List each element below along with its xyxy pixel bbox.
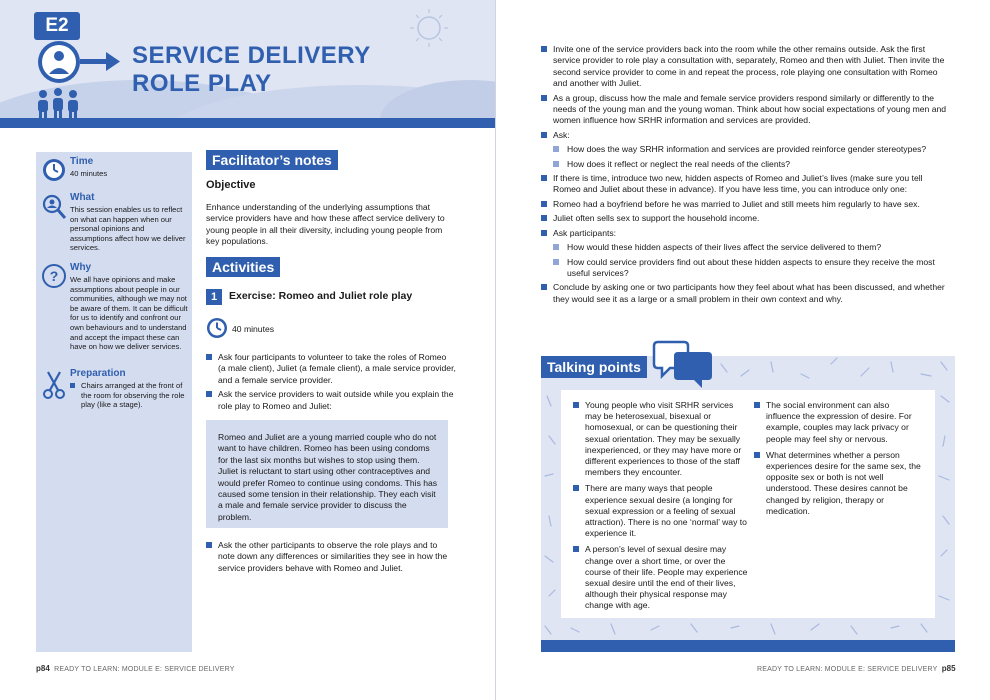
list-item: If there is time, introduce two new, hid…: [541, 173, 951, 196]
sidebar-what-text: This session enables us to reflect on wh…: [70, 205, 186, 253]
exercise-duration: 40 minutes: [232, 324, 275, 334]
sidebar-what: What This session enables us to reflect …: [36, 192, 192, 256]
service-provider-icon: [38, 41, 120, 120]
list-item: A person’s level of sexual desire may ch…: [573, 544, 748, 611]
list-item: Juliet often sells sex to support the ho…: [541, 213, 951, 224]
talking-points-left: Young people who visit SRHR services may…: [573, 400, 748, 617]
clock-icon: [43, 159, 65, 181]
list-item: Chairs arranged at the front of the room…: [70, 381, 188, 410]
sidebar-preparation-title: Preparation: [70, 368, 126, 379]
question-icon: ?: [42, 264, 66, 288]
page-title: SERVICE DELIVERY ROLE PLAY: [132, 42, 371, 98]
sidebar-time-text: 40 minutes: [70, 169, 108, 178]
list-item: How could service providers find out abo…: [541, 257, 951, 280]
list-item: Ask four participants to volunteer to ta…: [206, 352, 456, 386]
svg-text:?: ?: [50, 268, 59, 284]
objective-heading: Objective: [206, 179, 256, 191]
footer-text: READY TO LEARN: MODULE E: SERVICE DELIVE…: [757, 666, 938, 673]
exercise-title: Exercise: Romeo and Juliet role play: [229, 290, 413, 302]
objective-text: Enhance understanding of the underlying …: [206, 202, 445, 247]
exercise-number: 1: [206, 289, 222, 305]
list-item: What determines whether a person experie…: [754, 450, 926, 517]
right-steps-list: Invite one of the service providers back…: [541, 44, 951, 308]
page-number: p85: [941, 664, 956, 673]
steps-after-list: Ask the other participants to observe th…: [206, 540, 456, 577]
sidebar-what-title: What: [70, 192, 95, 203]
sidebar-why: ? Why We all have opinions and make assu…: [36, 262, 192, 372]
sidebar-time: Time 40 minutes: [36, 156, 192, 186]
sidebar: Time 40 minutes What This session enable…: [36, 152, 192, 652]
talking-points-band: [541, 640, 955, 652]
magnifier-icon: [42, 194, 66, 219]
list-item: Conclude by asking one or two participan…: [541, 282, 951, 305]
list-item: As a group, discuss how the male and fem…: [541, 93, 951, 127]
title-line-2: ROLE PLAY: [132, 70, 272, 97]
list-item: How does it reflect or neglect the real …: [541, 159, 951, 170]
sidebar-preparation: Preparation Chairs arranged at the front…: [36, 368, 192, 428]
facilitator-notes-heading: Facilitator’s notes: [206, 150, 338, 170]
clock-icon: [207, 318, 227, 338]
hills-illustration: [0, 9, 495, 128]
footer-left: p84 READY TO LEARN: MODULE E: SERVICE DE…: [36, 664, 235, 673]
dash-pattern: [544, 357, 950, 635]
list-item: Ask participants:: [541, 228, 951, 239]
talking-points-right: The social environment can also influenc…: [754, 400, 926, 522]
module-code-badge: E2: [34, 12, 80, 40]
page-header: [0, 0, 495, 128]
list-item: How does the way SRHR information and se…: [541, 144, 951, 155]
scissors-icon: [43, 371, 65, 399]
list-item: Young people who visit SRHR services may…: [573, 400, 748, 478]
page-number: p84: [36, 664, 50, 673]
sidebar-time-title: Time: [70, 156, 94, 167]
sidebar-why-title: Why: [70, 262, 92, 273]
talking-points-card: [561, 390, 935, 618]
list-item: Ask:: [541, 130, 951, 141]
left-page: E2 SERVICE DELIVERY ROLE PLAY Time 40 mi…: [0, 0, 495, 700]
list-item: The social environment can also influenc…: [754, 400, 926, 445]
list-item: There are many ways that people experien…: [573, 483, 748, 539]
header-band: [0, 118, 495, 128]
title-line-1: SERVICE DELIVERY: [132, 42, 371, 69]
footer-right: READY TO LEARN: MODULE E: SERVICE DELIVE…: [757, 664, 956, 673]
footer-text: READY TO LEARN: MODULE E: SERVICE DELIVE…: [54, 666, 235, 673]
story-box: Romeo and Juliet are a young married cou…: [206, 420, 448, 528]
preparation-list: Chairs arranged at the front of the room…: [70, 381, 188, 410]
list-item: Ask the other participants to observe th…: [206, 540, 456, 574]
sidebar-why-text: We all have opinions and make assumption…: [70, 275, 188, 352]
list-item: Romeo had a boyfriend before he was marr…: [541, 199, 951, 210]
activities-heading: Activities: [206, 257, 281, 277]
steps-before-list: Ask four participants to volunteer to ta…: [206, 352, 456, 415]
list-item: How would these hidden aspects of their …: [541, 242, 951, 253]
talking-points-heading: Talking points: [541, 356, 647, 378]
speech-bubble-icon: [652, 340, 712, 388]
list-item: Ask the service providers to wait outsid…: [206, 389, 456, 412]
list-item: Invite one of the service providers back…: [541, 44, 951, 90]
